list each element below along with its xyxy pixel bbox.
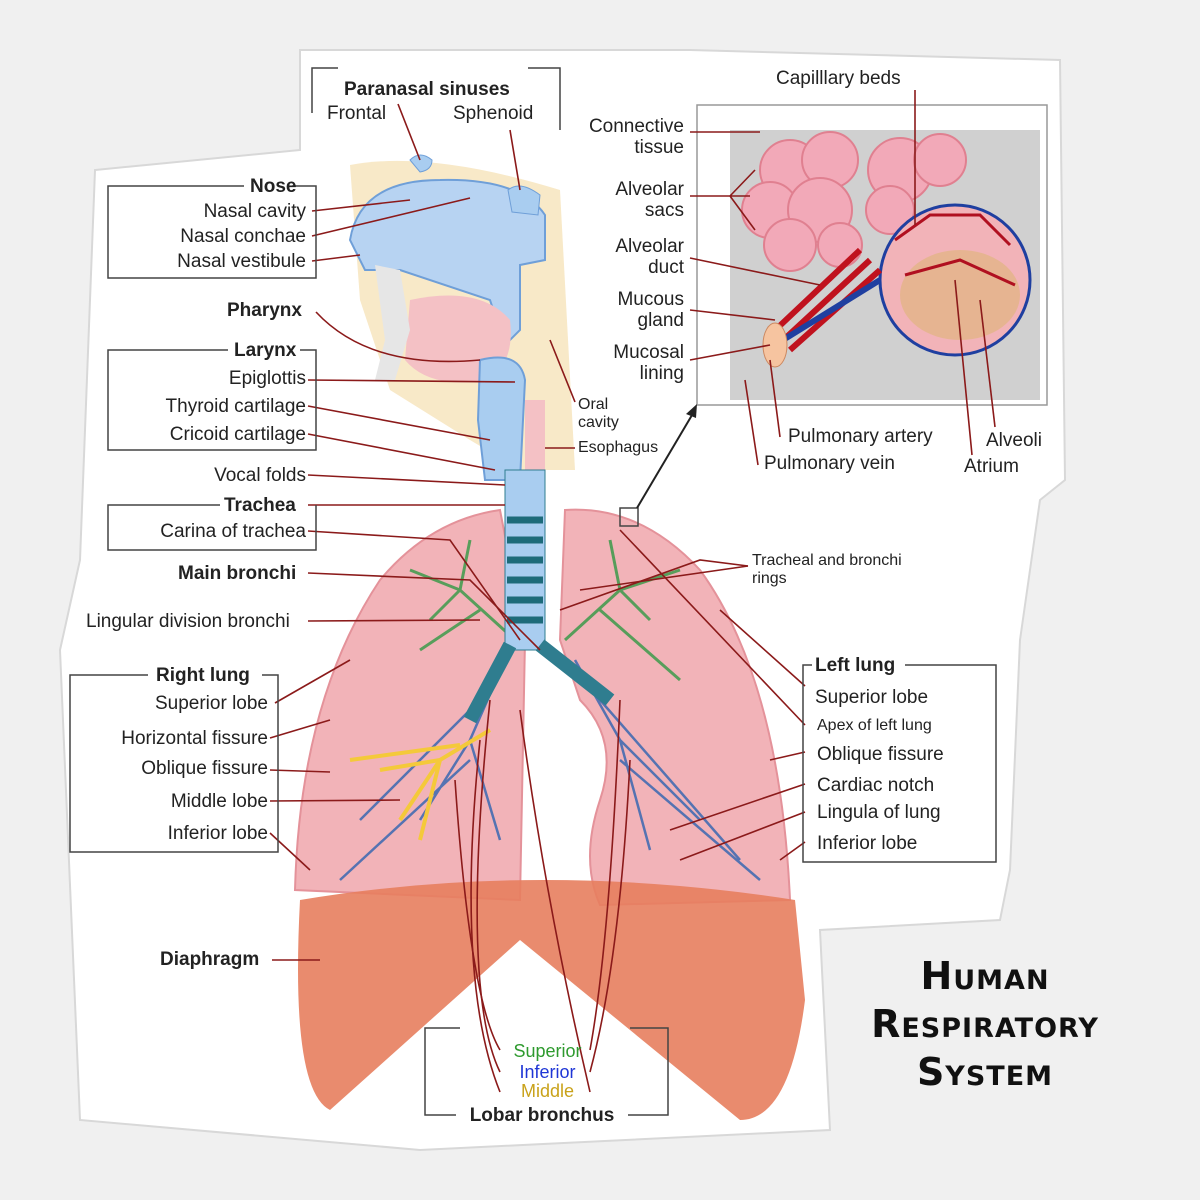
pulmonary-vein-label: Pulmonary vein [764,453,895,474]
apex-left-lung-label: Apex of left lung [817,717,932,734]
cardiac-notch-label: Cardiac notch [817,775,935,796]
alveoli-inset [696,104,1048,406]
trachea-shape [463,469,615,724]
nasal-cavity-shape [348,178,546,347]
oral-cavity-label: Oral cavity [578,396,619,431]
nose-label: Nose [250,176,297,197]
title-line-2: Respiratory [871,1002,1099,1046]
larynx-label: Larynx [234,340,297,361]
bronchi-green [409,539,681,682]
alveoli-label: Alveoli [986,430,1042,451]
alveolar-sacs-shape [741,131,967,272]
esophagus-shape [525,400,545,490]
vocal-folds-label: Vocal folds [214,465,306,486]
left-lung-label: Left lung [815,655,896,676]
alveolar-sacs-label: Alveolar sacs [615,179,684,221]
mucosal-lining-label: Mucosal lining [613,342,684,384]
nasal-conchae-label: Nasal conchae [180,226,306,247]
left-lung-shape [558,508,792,907]
pharynx-label: Pharynx [227,300,302,321]
right-oblique-fissure-label: Oblique fissure [141,758,268,779]
sphenoid-label: Sphenoid [453,103,534,124]
leader-lines [269,90,996,1093]
pulmonary-artery-label: Pulmonary artery [788,426,933,447]
frontal-label: Frontal [327,103,387,124]
thyroid-cartilage-label: Thyroid cartilage [165,396,306,417]
main-bronchi-label: Main bronchi [178,563,297,584]
lobar-bronchus-label: Lobar bronchus [469,1105,615,1126]
lingula-label: Lingula of lung [817,802,941,823]
lobar-superior-label: Superior [513,1041,582,1061]
diaphragm-shape [298,880,805,1120]
sphenoid-sinus [507,185,541,216]
esophagus-label: Esophagus [578,439,659,456]
connective-tissue-label: Connective tissue [588,116,684,158]
right-lung-shape [293,508,527,902]
diagram-title: Human Respiratory System [830,952,1140,1096]
nasal-cavity-label: Nasal cavity [203,201,306,222]
atrium-label: Atrium [964,456,1019,477]
trachea-label: Trachea [224,495,296,516]
right-lung-label: Right lung [156,665,250,686]
horizontal-fissure-label: Horizontal fissure [121,728,268,749]
middle-lobe-label: Middle lobe [170,791,268,812]
left-oblique-fissure-label: Oblique fissure [817,744,944,765]
lobar-middle-label: Middle [520,1081,575,1101]
lingular-division-label: Lingular division bronchi [86,611,290,632]
capillary-beds-label: Capilllary beds [776,68,901,89]
head-region [348,154,575,490]
tracheal-rings-label: Tracheal and bronchi rings [752,552,902,587]
right-inferior-lobe-label: Inferior lobe [167,823,268,844]
mucous-gland-label: Mucous gland [617,289,684,331]
bronchi-yellow [349,728,492,841]
epiglottis-label: Epiglottis [228,368,306,389]
diaphragm-label: Diaphragm [160,949,260,970]
left-superior-lobe-label: Superior lobe [815,687,929,708]
paranasal-sinuses-label: Paranasal sinuses [344,79,510,100]
lobar-inferior-label: Inferior [519,1062,576,1082]
carina-label: Carina of trachea [160,521,306,542]
left-inferior-lobe-label: Inferior lobe [817,833,918,854]
right-superior-lobe-label: Superior lobe [154,693,268,714]
frontal-sinus [409,154,433,173]
title-line-3: System [916,1050,1054,1094]
larynx-shape [476,356,527,481]
nasal-vestibule-label: Nasal vestibule [177,251,306,272]
label-frames [69,67,997,1116]
alveolar-duct-label: Alveolar duct [615,236,684,278]
cricoid-cartilage-label: Cricoid cartilage [169,424,306,445]
title-line-1: Human [920,954,1050,998]
